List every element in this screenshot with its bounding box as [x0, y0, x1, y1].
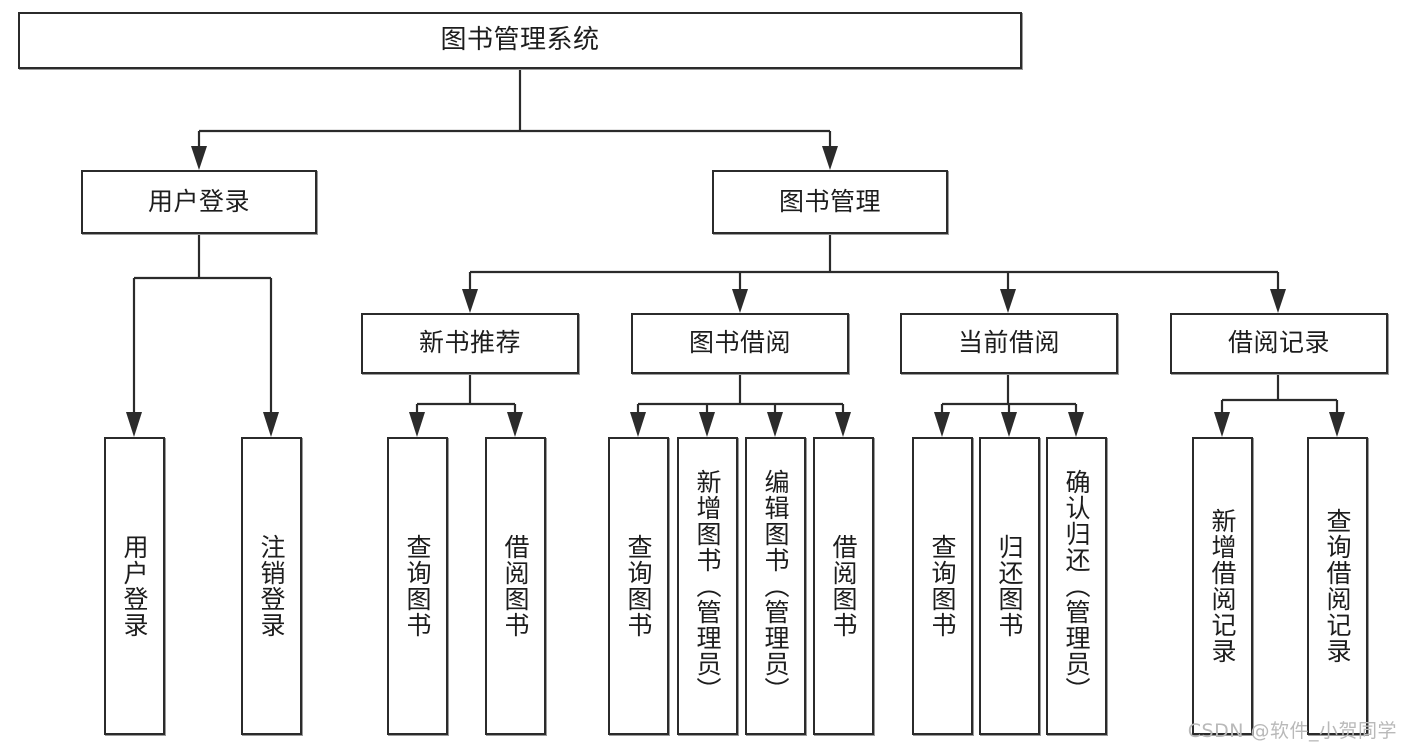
- node-label: 图书管理系统: [440, 24, 600, 55]
- leaf-new-book-borrow-books[interactable]: 借阅图书: [485, 437, 546, 735]
- leaf-current-borrow-confirm-return-admin[interactable]: 确认归还（管理员）: [1046, 437, 1107, 735]
- node-label: 注销登录: [257, 534, 286, 638]
- node-label: 用户登录: [120, 534, 149, 638]
- node-label: 查询借阅记录: [1323, 508, 1352, 664]
- node-label: 借阅图书: [829, 534, 858, 638]
- node-label: 归还图书: [995, 534, 1024, 638]
- node-label: 编辑图书（管理员）: [761, 469, 790, 703]
- leaf-current-borrow-query-books[interactable]: 查询图书: [912, 437, 973, 735]
- node-borrowing-record[interactable]: 借阅记录: [1170, 313, 1388, 374]
- node-root-book-management-system[interactable]: 图书管理系统: [18, 12, 1022, 69]
- node-label: 借阅记录: [1227, 328, 1330, 358]
- node-label: 查询图书: [403, 534, 432, 638]
- node-book-management[interactable]: 图书管理: [712, 170, 948, 234]
- leaf-book-borrow-query-books[interactable]: 查询图书: [608, 437, 669, 735]
- node-label: 新增借阅记录: [1208, 508, 1237, 664]
- leaf-new-book-query-books[interactable]: 查询图书: [387, 437, 448, 735]
- leaf-book-borrow-add-book-admin[interactable]: 新增图书（管理员）: [677, 437, 738, 735]
- node-label: 当前借阅: [957, 328, 1060, 358]
- node-label: 查询图书: [624, 534, 653, 638]
- leaf-user-login-logout[interactable]: 注销登录: [241, 437, 302, 735]
- csdn-watermark: CSDN @软件_小贺同学: [1187, 720, 1397, 742]
- node-book-borrowing[interactable]: 图书借阅: [631, 313, 849, 374]
- leaf-user-login-login[interactable]: 用户登录: [104, 437, 165, 735]
- node-label: 用户登录: [147, 186, 250, 216]
- leaf-borrow-record-add-record[interactable]: 新增借阅记录: [1192, 437, 1253, 735]
- node-label: 图书借阅: [688, 328, 791, 358]
- node-label: 确认归还（管理员）: [1062, 469, 1091, 703]
- leaf-book-borrow-edit-book-admin[interactable]: 编辑图书（管理员）: [745, 437, 806, 735]
- node-user-login[interactable]: 用户登录: [81, 170, 317, 234]
- node-label: 新书推荐: [418, 328, 521, 358]
- node-label: 借阅图书: [501, 534, 530, 638]
- node-label: 图书管理: [778, 186, 881, 216]
- node-label: 新增图书（管理员）: [693, 469, 722, 703]
- leaf-book-borrow-borrow-books[interactable]: 借阅图书: [813, 437, 874, 735]
- leaf-borrow-record-query-record[interactable]: 查询借阅记录: [1307, 437, 1368, 735]
- node-label: 查询图书: [928, 534, 957, 638]
- leaf-current-borrow-return-books[interactable]: 归还图书: [979, 437, 1040, 735]
- node-current-borrowing[interactable]: 当前借阅: [900, 313, 1118, 374]
- node-new-book-recommendation[interactable]: 新书推荐: [361, 313, 579, 374]
